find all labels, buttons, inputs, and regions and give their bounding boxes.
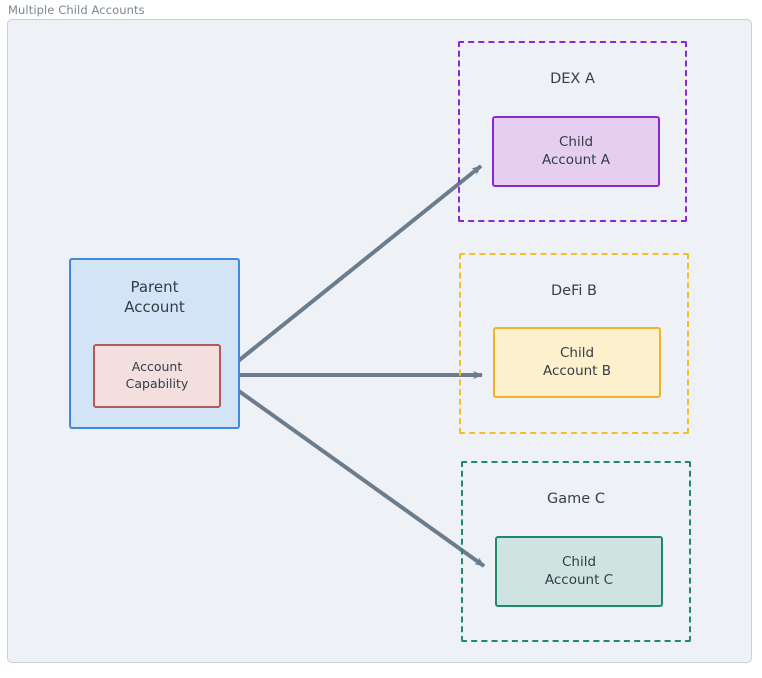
child-account-b-label-line1: Child bbox=[559, 344, 595, 361]
child-account-c-label-line1: Child bbox=[561, 553, 597, 570]
group-dex-a-label: DEX A bbox=[550, 71, 595, 87]
group-defi-b-label: DeFi B bbox=[551, 283, 597, 299]
node-account-capability[interactable]: Account Capability bbox=[93, 344, 221, 408]
frame-title: Multiple Child Accounts bbox=[8, 3, 145, 17]
group-defi-b[interactable]: DeFi B bbox=[459, 253, 689, 434]
group-game-c[interactable]: Game C bbox=[461, 461, 691, 642]
account-capability-label-line1: Account bbox=[131, 359, 183, 375]
child-account-b-label-line2: Account B bbox=[542, 362, 612, 379]
parent-account-label-line1: Parent bbox=[130, 278, 179, 296]
child-account-a-label-line1: Child bbox=[558, 133, 594, 150]
child-account-a-label-line2: Account A bbox=[541, 151, 611, 168]
node-child-account-a[interactable]: Child Account A bbox=[492, 116, 660, 187]
node-child-account-c[interactable]: Child Account C bbox=[495, 536, 663, 607]
node-child-account-b[interactable]: Child Account B bbox=[493, 327, 661, 398]
group-dex-a[interactable]: DEX A bbox=[458, 41, 687, 222]
parent-account-label-line2: Account bbox=[124, 297, 185, 316]
account-capability-label-line2: Capability bbox=[125, 376, 189, 391]
group-game-c-label: Game C bbox=[547, 491, 605, 507]
child-account-c-label-line2: Account C bbox=[544, 571, 614, 588]
